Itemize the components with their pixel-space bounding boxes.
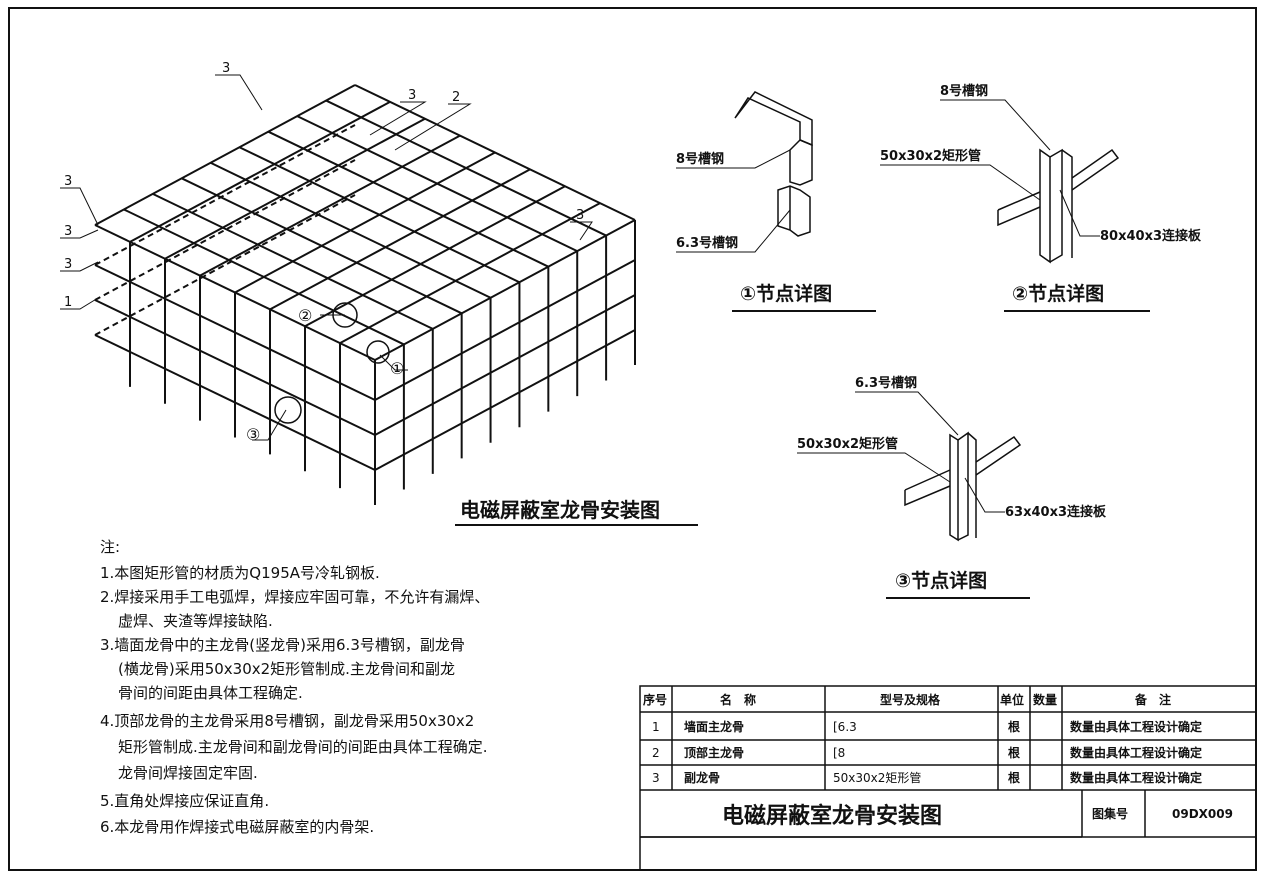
note-line: 骨间的间距由具体工程确定. [118, 684, 303, 702]
notes-heading: 注: [100, 538, 120, 556]
table-header: 数量 [1033, 692, 1057, 707]
top-secondary-keel [94, 84, 356, 226]
table-cell: 3 [652, 771, 660, 785]
parts-table: 序号 名 称 型号及规格 单位 数量 备 注 1 墙面主龙骨 [6.3 根 数量… [639, 685, 1257, 871]
note-line: 矩形管制成.主龙骨间和副龙骨间的间距由具体工程确定. [118, 738, 488, 756]
channel-steel-shape [734, 91, 813, 237]
detail-marker-2: ② [298, 306, 312, 325]
detail-2: 8号槽钢 50x30x2矩形管 80x40x3连接板 ②节点详图 [880, 83, 1202, 312]
note-line: 5.直角处焊接应保证直角. [100, 792, 269, 810]
table-cell: 根 [1008, 745, 1020, 760]
detail-circle [366, 340, 390, 364]
wall-secondary-keel [94, 334, 376, 471]
hidden-keel [94, 194, 356, 336]
detail-2-label-right: 80x40x3连接板 [1100, 228, 1202, 244]
detail-marker-3: ③ [246, 425, 260, 444]
top-secondary-keel [199, 134, 461, 277]
callout-number: 3 [64, 224, 72, 239]
detail-2-label-left: 50x30x2矩形管 [880, 148, 981, 164]
callout-number: 3 [64, 174, 72, 189]
top-secondary-keel [234, 151, 496, 294]
wall-secondary-keel [374, 329, 636, 471]
top-secondary-keel [339, 202, 601, 345]
detail-marker-1: ① [390, 359, 404, 378]
detail-1-label-top: 8号槽钢 [676, 151, 724, 167]
table-cell: 数量由具体工程设计确定 [1070, 770, 1202, 785]
detail-3-label-left: 50x30x2矩形管 [797, 436, 898, 452]
callout-number: 3 [222, 61, 230, 76]
main-drawing-title: 电磁屏蔽室龙骨安装图 [460, 498, 660, 522]
note-line: 2.焊接采用手工电弧焊，焊接应牢固可靠，不允许有漏焊、 [100, 588, 489, 606]
table-cell: [6.3 [833, 720, 857, 734]
atlas-label: 图集号 [1092, 806, 1128, 821]
table-cell: 根 [1008, 770, 1020, 785]
detail-3: 6.3号槽钢 50x30x2矩形管 63x40x3连接板 ③节点详图 [797, 375, 1107, 599]
title-block-title: 电磁屏蔽室龙骨安装图 [722, 803, 942, 829]
detail-1-label-bottom: 6.3号槽钢 [676, 235, 738, 251]
table-cell: 数量由具体工程设计确定 [1070, 745, 1202, 760]
detail-circle [274, 396, 302, 424]
table-cell: 根 [1008, 719, 1020, 734]
table-header: 备 注 [1134, 692, 1171, 707]
top-secondary-keel [164, 117, 426, 260]
frame-structure [94, 84, 636, 505]
table-header: 名 称 [720, 692, 756, 707]
detail-2-title: ②节点详图 [1012, 282, 1104, 305]
wall-secondary-keel [94, 299, 376, 436]
table-cell: 顶部主龙骨 [684, 745, 744, 760]
table-cell: 1 [652, 720, 660, 734]
callout-number: 2 [452, 90, 460, 105]
note-line: 1.本图矩形管的材质为Q195A号冷轧钢板. [100, 564, 380, 582]
detail-3-label-top: 6.3号槽钢 [855, 375, 917, 391]
detail-2-label-top: 8号槽钢 [940, 83, 988, 99]
table-header: 单位 [1000, 692, 1024, 707]
table-cell: 数量由具体工程设计确定 [1070, 719, 1202, 734]
detail-3-label-right: 63x40x3连接板 [1005, 504, 1107, 520]
table-cell: 2 [652, 746, 660, 760]
table-grid [639, 685, 1257, 871]
top-secondary-keel [269, 168, 531, 311]
table-cell: 墙面主龙骨 [684, 719, 744, 734]
detail-2-leaders [880, 99, 1100, 237]
top-secondary-keel [374, 219, 636, 361]
note-line: 4.顶部龙骨的主龙骨采用8号槽钢，副龙骨采用50x30x2 [100, 712, 474, 730]
top-secondary-keel [129, 100, 391, 243]
callout-number: 3 [64, 257, 72, 272]
table-cell: 副龙骨 [684, 770, 720, 785]
joint-shape [904, 431, 1022, 542]
detail-1-leaders [676, 149, 791, 253]
table-header: 型号及规格 [880, 692, 941, 707]
table-header: 序号 [643, 692, 667, 707]
note-line: 龙骨间焊接固定牢固. [118, 764, 258, 782]
main-drawing: 3 3 2 3 3 3 1 3 ② ① ③ 电磁屏蔽室龙骨安装图 [60, 61, 698, 526]
note-line: 3.墙面龙骨中的主龙骨(竖龙骨)采用6.3号槽钢，副龙骨 [100, 636, 465, 654]
note-line: 6.本龙骨用作焊接式电磁屏蔽室的内骨架. [100, 818, 374, 836]
table-cell: 50x30x2矩形管 [833, 770, 921, 785]
note-line: 虚焊、夹渣等焊接缺陷. [118, 612, 273, 630]
hidden-keel [94, 159, 356, 301]
callout-number: 1 [64, 295, 72, 310]
atlas-number: 09DX009 [1172, 807, 1233, 821]
callout-number: 3 [576, 208, 584, 223]
detail-1-title: ①节点详图 [740, 282, 832, 305]
wall-secondary-keel [94, 264, 376, 401]
wall-secondary-keel [374, 259, 636, 401]
joint-shape [997, 148, 1120, 264]
detail-3-leaders [797, 391, 1005, 513]
table-cell: [8 [833, 746, 845, 760]
detail-1: 8号槽钢 6.3号槽钢 ①节点详图 [676, 91, 876, 312]
detail-3-title: ③节点详图 [895, 569, 987, 592]
detail-circle [332, 302, 358, 328]
note-line: (横龙骨)采用50x30x2矩形管制成.主龙骨间和副龙 [118, 660, 455, 678]
notes: 注: 1.本图矩形管的材质为Q195A号冷轧钢板. 2.焊接采用手工电弧焊，焊接… [100, 538, 489, 836]
callout-number: 3 [408, 88, 416, 103]
wall-secondary-keel [374, 294, 636, 436]
sheet-border [8, 7, 1257, 871]
